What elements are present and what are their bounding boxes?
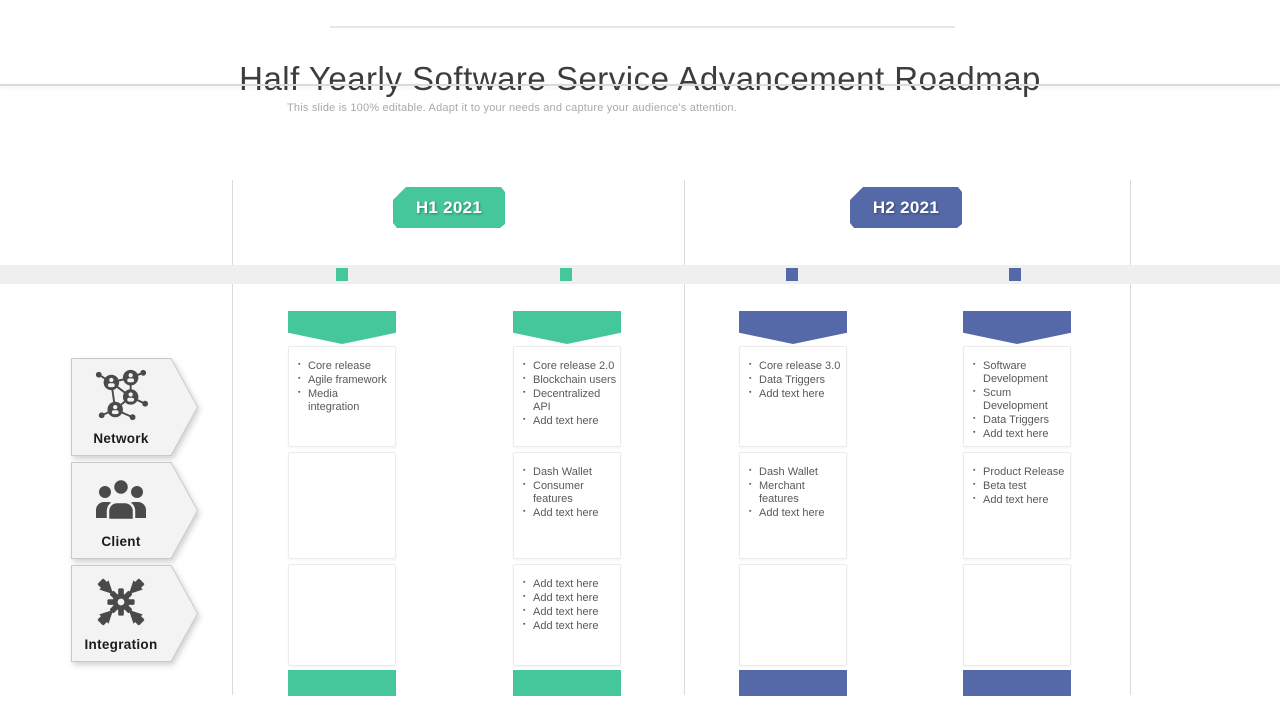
- bullet-item: Add text here: [523, 592, 617, 605]
- roadmap-card: Dash WalletMerchant featuresAdd text her…: [739, 452, 847, 559]
- bullet-list: [289, 565, 395, 578]
- column-footer-bar: [288, 670, 396, 696]
- sidebar-row-network: Network: [71, 358, 198, 456]
- bullet-item: Add text here: [523, 620, 617, 633]
- column-header-chevron: [739, 311, 847, 344]
- roadmap-card: Core releaseAgile frameworkMedia integra…: [288, 346, 396, 447]
- roadmap-card: [288, 452, 396, 559]
- bullet-list: Core releaseAgile frameworkMedia integra…: [289, 347, 395, 414]
- roadmap-column-h1-a: Core releaseAgile frameworkMedia integra…: [288, 0, 396, 720]
- column-header-chevron: [288, 311, 396, 344]
- bullet-item: Data Triggers: [973, 414, 1067, 427]
- bullet-list: [964, 565, 1070, 578]
- roadmap-card: Add text hereAdd text hereAdd text hereA…: [513, 564, 621, 666]
- bullet-list: Product ReleaseBeta testAdd text here: [964, 453, 1070, 507]
- roadmap-card: Product ReleaseBeta testAdd text here: [963, 452, 1071, 559]
- bullet-item: Add text here: [749, 388, 843, 401]
- timeline-divider-left: [232, 180, 233, 695]
- timeline-marker: [1009, 268, 1021, 281]
- bullet-item: Add text here: [523, 606, 617, 619]
- column-header-chevron: [963, 311, 1071, 344]
- sidebar-row-label: Client: [101, 534, 141, 549]
- bullet-item: Add text here: [749, 507, 843, 520]
- bullet-list: Core release 2.0Blockchain usersDecentra…: [514, 347, 620, 428]
- bullet-item: Merchant features: [749, 480, 843, 506]
- bullet-item: Data Triggers: [749, 374, 843, 387]
- bullet-item: Dash Wallet: [749, 466, 843, 479]
- bullet-item: Agile framework: [298, 374, 392, 387]
- roadmap-card: [963, 564, 1071, 666]
- bullet-item: Core release 2.0: [523, 360, 617, 373]
- timeline-marker: [336, 268, 348, 281]
- network-nodes-icon: [71, 366, 171, 424]
- roadmap-card: Dash WalletConsumer featuresAdd text her…: [513, 452, 621, 559]
- badge-label: H2 2021: [850, 187, 962, 228]
- bullet-item: Product Release: [973, 466, 1067, 479]
- roadmap-card: Core release 3.0Data TriggersAdd text he…: [739, 346, 847, 447]
- sidebar-row-integration: Integration: [71, 565, 198, 662]
- badge-label: H1 2021: [393, 187, 505, 228]
- bullet-list: Add text hereAdd text hereAdd text hereA…: [514, 565, 620, 633]
- bullet-list: Software DevelopmentScum DevelopmentData…: [964, 347, 1070, 441]
- bullet-list: [740, 565, 846, 578]
- roadmap-column-h1-b: Core release 2.0Blockchain usersDecentra…: [513, 0, 621, 720]
- bullet-list: Dash WalletMerchant featuresAdd text her…: [740, 453, 846, 520]
- roadmap-card: Software DevelopmentScum DevelopmentData…: [963, 346, 1071, 447]
- bullet-item: Add text here: [523, 415, 617, 428]
- bullet-item: Core release 3.0: [749, 360, 843, 373]
- bullet-list: Dash WalletConsumer featuresAdd text her…: [514, 453, 620, 520]
- bullet-item: Software Development: [973, 360, 1067, 386]
- timeline-divider-middle: [684, 180, 685, 695]
- column-footer-bar: [739, 670, 847, 696]
- timeline-marker: [786, 268, 798, 281]
- bullet-item: Add text here: [973, 494, 1067, 507]
- timeline-band: [0, 265, 1280, 284]
- roadmap-card: [288, 564, 396, 666]
- period-badge-h2: H2 2021: [850, 187, 975, 228]
- bullet-item: Add text here: [523, 507, 617, 520]
- roadmap-column-h2-b: Software DevelopmentScum DevelopmentData…: [963, 0, 1071, 720]
- bullet-item: Decentralized API: [523, 388, 617, 414]
- title-divider: [0, 84, 1280, 86]
- bullet-item: Blockchain users: [523, 374, 617, 387]
- timeline-divider-right: [1130, 180, 1131, 695]
- roadmap-card: [739, 564, 847, 666]
- column-footer-bar: [963, 670, 1071, 696]
- period-badge-h1: H1 2021: [393, 187, 518, 228]
- bullet-item: Media integration: [298, 388, 392, 414]
- bullet-list: [289, 453, 395, 466]
- bullet-list: Core release 3.0Data TriggersAdd text he…: [740, 347, 846, 401]
- sidebar-row-label: Integration: [84, 637, 158, 652]
- users-group-icon: [71, 470, 171, 528]
- slide-subtitle: This slide is 100% editable. Adapt it to…: [287, 102, 737, 114]
- bullet-item: Consumer features: [523, 480, 617, 506]
- column-footer-bar: [513, 670, 621, 696]
- bullet-item: Add text here: [523, 578, 617, 591]
- timeline-marker: [560, 268, 572, 281]
- roadmap-card: Core release 2.0Blockchain usersDecentra…: [513, 346, 621, 447]
- column-header-chevron: [513, 311, 621, 344]
- sidebar-row-label: Network: [93, 431, 149, 446]
- bullet-item: Core release: [298, 360, 392, 373]
- top-decorative-line: [330, 26, 955, 28]
- bullet-item: Scum Development: [973, 387, 1067, 413]
- bullet-item: Add text here: [973, 428, 1067, 441]
- bullet-item: Beta test: [973, 480, 1067, 493]
- bullet-item: Dash Wallet: [523, 466, 617, 479]
- integration-gear-icon: [71, 573, 171, 631]
- page-title: Half Yearly Software Service Advancement…: [239, 60, 1041, 98]
- roadmap-column-h2-a: Core release 3.0Data TriggersAdd text he…: [739, 0, 847, 720]
- sidebar-row-client: Client: [71, 462, 198, 559]
